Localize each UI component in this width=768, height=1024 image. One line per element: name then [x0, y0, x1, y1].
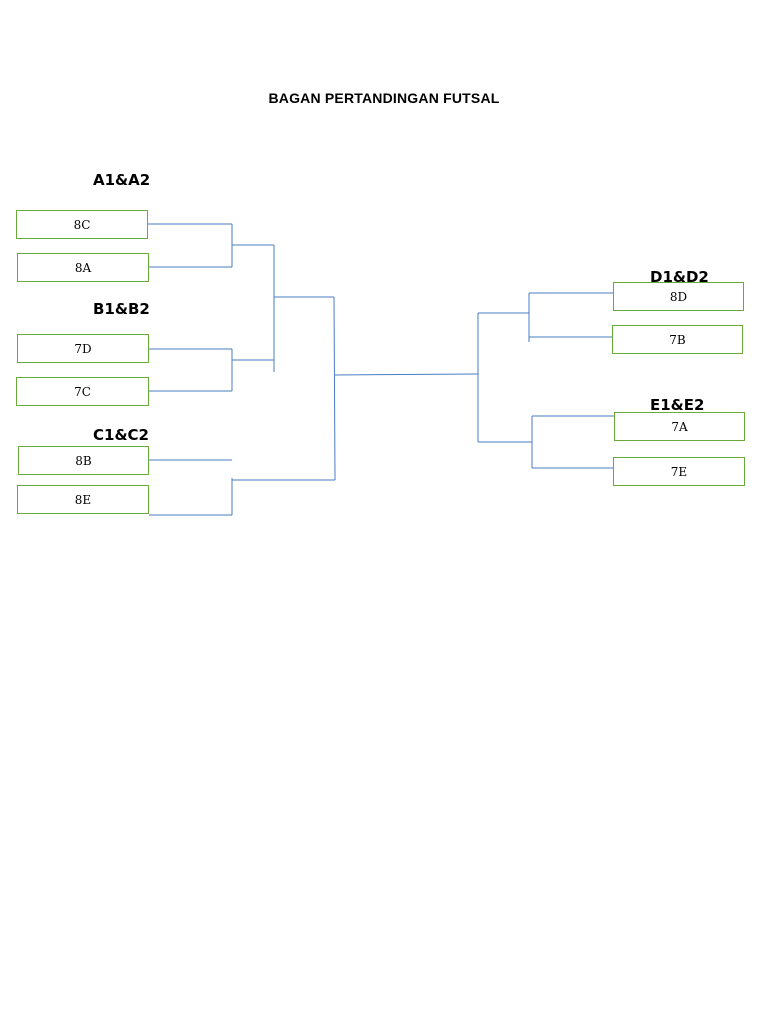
- group-label-e: E1&E2: [650, 396, 705, 414]
- group-label-a: A1&A2: [93, 171, 151, 189]
- group-label-d: D1&D2: [650, 268, 709, 286]
- team-box-8e: 8E: [17, 485, 149, 514]
- team-box-7c: 7C: [16, 377, 149, 406]
- team-box-7b: 7B: [612, 325, 743, 354]
- group-label-b: B1&B2: [93, 300, 150, 318]
- group-label-c: C1&C2: [93, 426, 149, 444]
- page-title: BAGAN PERTANDINGAN FUTSAL: [268, 90, 500, 106]
- team-box-7a: 7A: [614, 412, 745, 441]
- team-box-8a: 8A: [17, 253, 149, 282]
- bracket-line: [334, 373, 479, 376]
- team-box-7d: 7D: [17, 334, 149, 363]
- team-box-8b: 8B: [18, 446, 149, 475]
- team-box-7e: 7E: [613, 457, 745, 486]
- bracket-line: [333, 296, 336, 481]
- team-box-8c: 8C: [16, 210, 148, 239]
- team-box-8d: 8D: [613, 282, 744, 311]
